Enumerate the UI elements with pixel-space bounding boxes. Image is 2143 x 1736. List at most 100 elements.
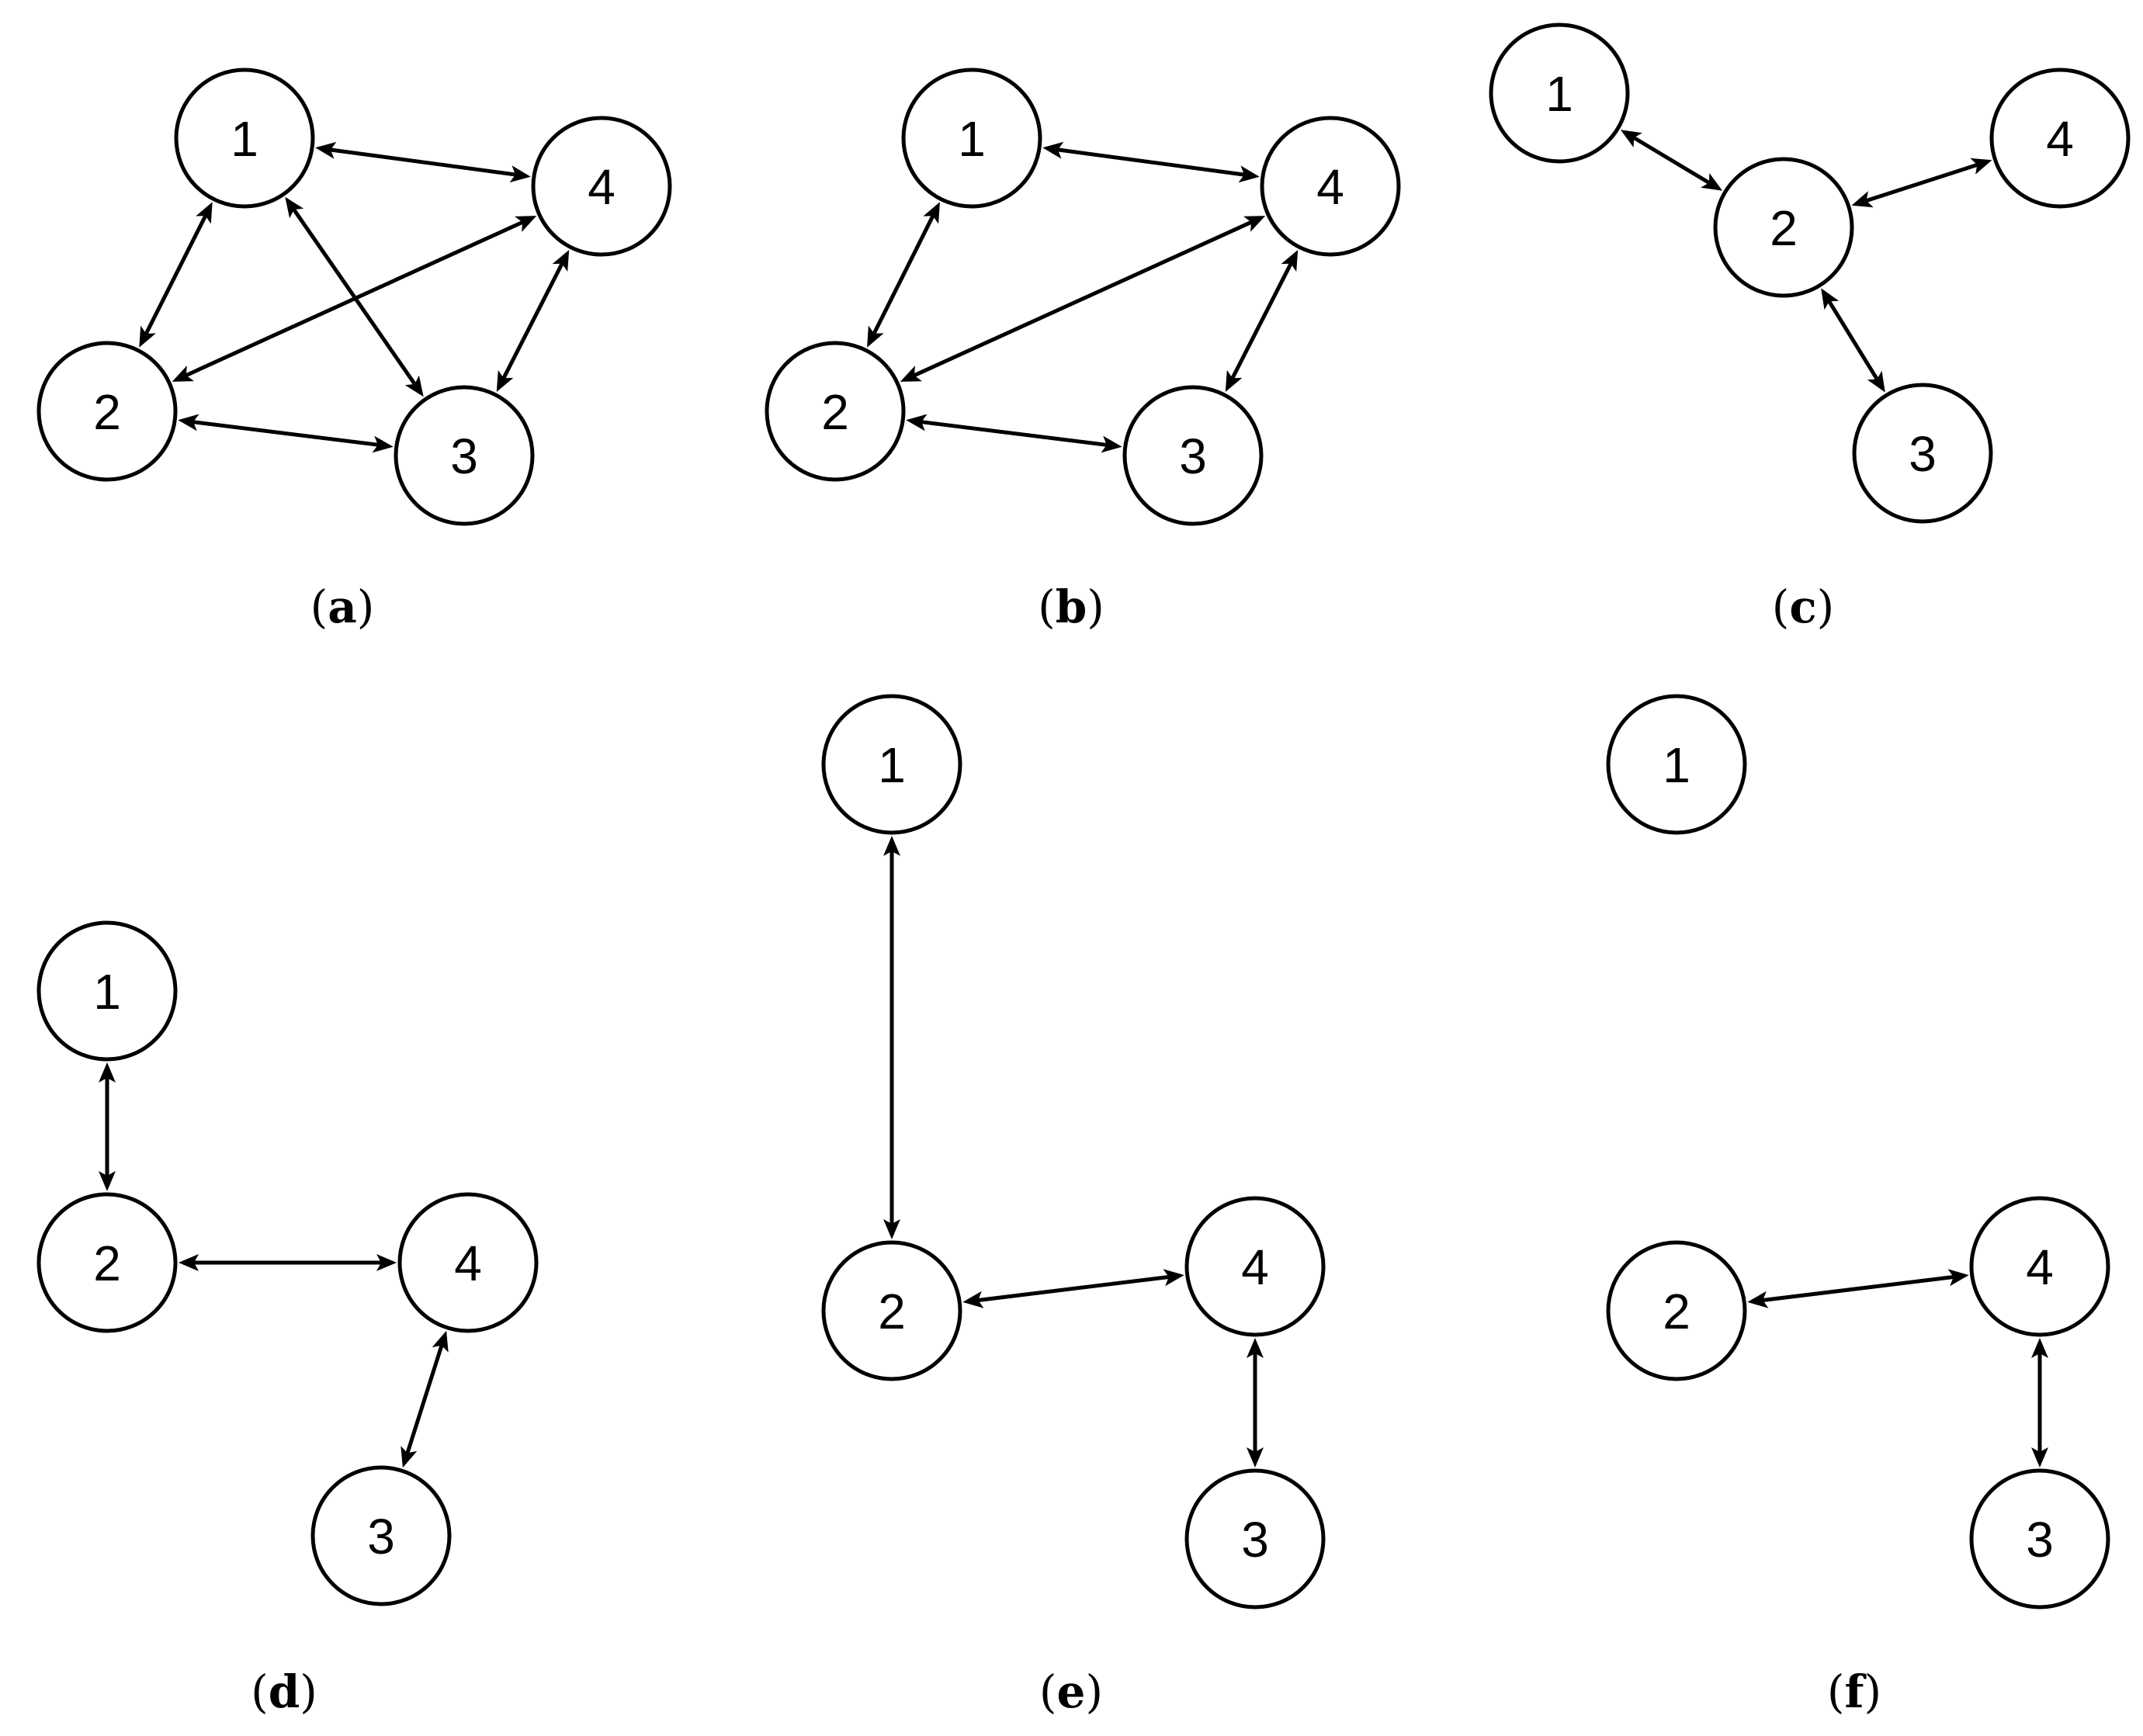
node-1: 1 xyxy=(174,68,315,209)
node-label: 1 xyxy=(1545,66,1573,122)
arrowhead-icon xyxy=(900,366,922,382)
arrowhead-icon xyxy=(962,1291,984,1308)
edge-3-4 xyxy=(1225,250,1299,392)
arrowhead-icon xyxy=(1821,288,1840,310)
node-label: 1 xyxy=(958,111,986,167)
edge-2-3 xyxy=(906,414,1122,453)
node-2: 2 xyxy=(821,1240,962,1381)
node-label: 1 xyxy=(93,964,121,1020)
edge-1-2 xyxy=(1620,130,1723,191)
panel-caption: (a) xyxy=(310,580,375,633)
edge-line xyxy=(405,1344,444,1454)
node-label: 3 xyxy=(1179,428,1207,484)
edge-2-4 xyxy=(1747,1269,1969,1308)
panel-f: 1 2 3 4 (f) xyxy=(1606,694,2110,1718)
node-label: 2 xyxy=(878,1284,906,1339)
node-circle xyxy=(1122,385,1264,526)
arrowhead-icon xyxy=(432,1330,449,1353)
arrowhead-icon xyxy=(2031,1338,2048,1358)
caption-letter: e xyxy=(1057,1665,1086,1718)
arrowhead-icon xyxy=(923,202,940,224)
arrowhead-icon xyxy=(1281,250,1299,272)
edge-line xyxy=(1230,262,1293,379)
arrowhead-icon xyxy=(172,366,194,382)
arrowhead-icon xyxy=(1243,216,1266,232)
arrowhead-icon xyxy=(315,141,337,159)
node-4: 4 xyxy=(397,1192,539,1333)
node-label: 3 xyxy=(367,1509,395,1564)
node-3: 3 xyxy=(310,1465,452,1606)
node-label: 3 xyxy=(1909,426,1937,482)
arrowhead-icon xyxy=(178,414,199,431)
arrowhead-icon xyxy=(509,165,531,183)
node-label: 2 xyxy=(1770,200,1798,256)
node-label: 2 xyxy=(1663,1284,1690,1339)
node-4: 4 xyxy=(1989,68,2131,209)
node-circle xyxy=(36,1192,178,1333)
edge-2-4 xyxy=(179,1254,397,1271)
edge-line xyxy=(144,214,207,335)
arrowhead-icon xyxy=(1042,141,1064,159)
node-2: 2 xyxy=(1713,157,1854,298)
edge-line xyxy=(1057,147,1245,177)
node-label: 3 xyxy=(450,428,478,484)
node-label: 1 xyxy=(231,111,258,167)
node-label: 4 xyxy=(2046,111,2074,167)
caption-letter: a xyxy=(328,580,357,633)
panel-caption: (e) xyxy=(1039,1665,1103,1718)
node-label: 3 xyxy=(1241,1512,1269,1568)
node-circle xyxy=(1969,1468,2110,1610)
node-3: 3 xyxy=(1122,385,1264,526)
caption-letter: b xyxy=(1056,580,1087,633)
node-4: 4 xyxy=(1184,1196,1326,1337)
arrowhead-icon xyxy=(496,369,514,392)
node-circle xyxy=(397,1192,539,1333)
node-circle xyxy=(1606,1240,1747,1381)
arrowhead-icon xyxy=(99,1062,116,1083)
node-circle xyxy=(174,68,315,209)
arrowhead-icon xyxy=(139,325,156,348)
node-circle xyxy=(821,694,962,835)
node-circle xyxy=(1713,157,1854,298)
edge-line xyxy=(977,1275,1170,1302)
panel-c: 1 2 3 4 (c) xyxy=(1489,23,2131,633)
edge-line xyxy=(913,220,1253,377)
node-1: 1 xyxy=(821,694,962,835)
arrowhead-icon xyxy=(401,1446,418,1468)
panel-caption: (c) xyxy=(1772,580,1835,633)
node-circle xyxy=(1260,116,1401,257)
node-label: 3 xyxy=(2026,1512,2054,1568)
arrowhead-icon xyxy=(515,216,537,232)
arrowhead-icon xyxy=(1747,1291,1769,1308)
arrowhead-icon xyxy=(1247,1338,1264,1358)
panel-caption: (d) xyxy=(251,1665,317,1718)
node-2: 2 xyxy=(765,341,906,482)
node-circle xyxy=(1989,68,2131,209)
node-4: 4 xyxy=(1969,1196,2110,1337)
arrowhead-icon xyxy=(867,325,884,348)
arrowhead-icon xyxy=(883,836,900,856)
arrowhead-icon xyxy=(99,1171,116,1191)
node-label: 2 xyxy=(821,384,849,440)
panel-caption: (f) xyxy=(1827,1665,1881,1718)
arrowhead-icon xyxy=(1101,435,1122,453)
node-1: 1 xyxy=(36,920,178,1062)
edge-2-3 xyxy=(178,414,394,453)
node-circle xyxy=(531,116,672,257)
node-circle xyxy=(394,385,535,526)
edge-3-4 xyxy=(496,250,570,392)
node-label: 1 xyxy=(878,737,906,793)
node-1: 1 xyxy=(1489,23,1630,164)
edge-1-2 xyxy=(867,202,940,348)
caption-letter: d xyxy=(269,1665,300,1718)
arrowhead-icon xyxy=(1620,130,1642,147)
node-circle xyxy=(36,341,178,482)
node-circle xyxy=(1184,1196,1326,1337)
node-label: 1 xyxy=(1663,737,1690,793)
edge-line xyxy=(330,147,516,177)
arrowhead-icon xyxy=(1238,165,1260,183)
node-label: 4 xyxy=(588,159,616,215)
edge-1-2 xyxy=(99,1062,116,1191)
